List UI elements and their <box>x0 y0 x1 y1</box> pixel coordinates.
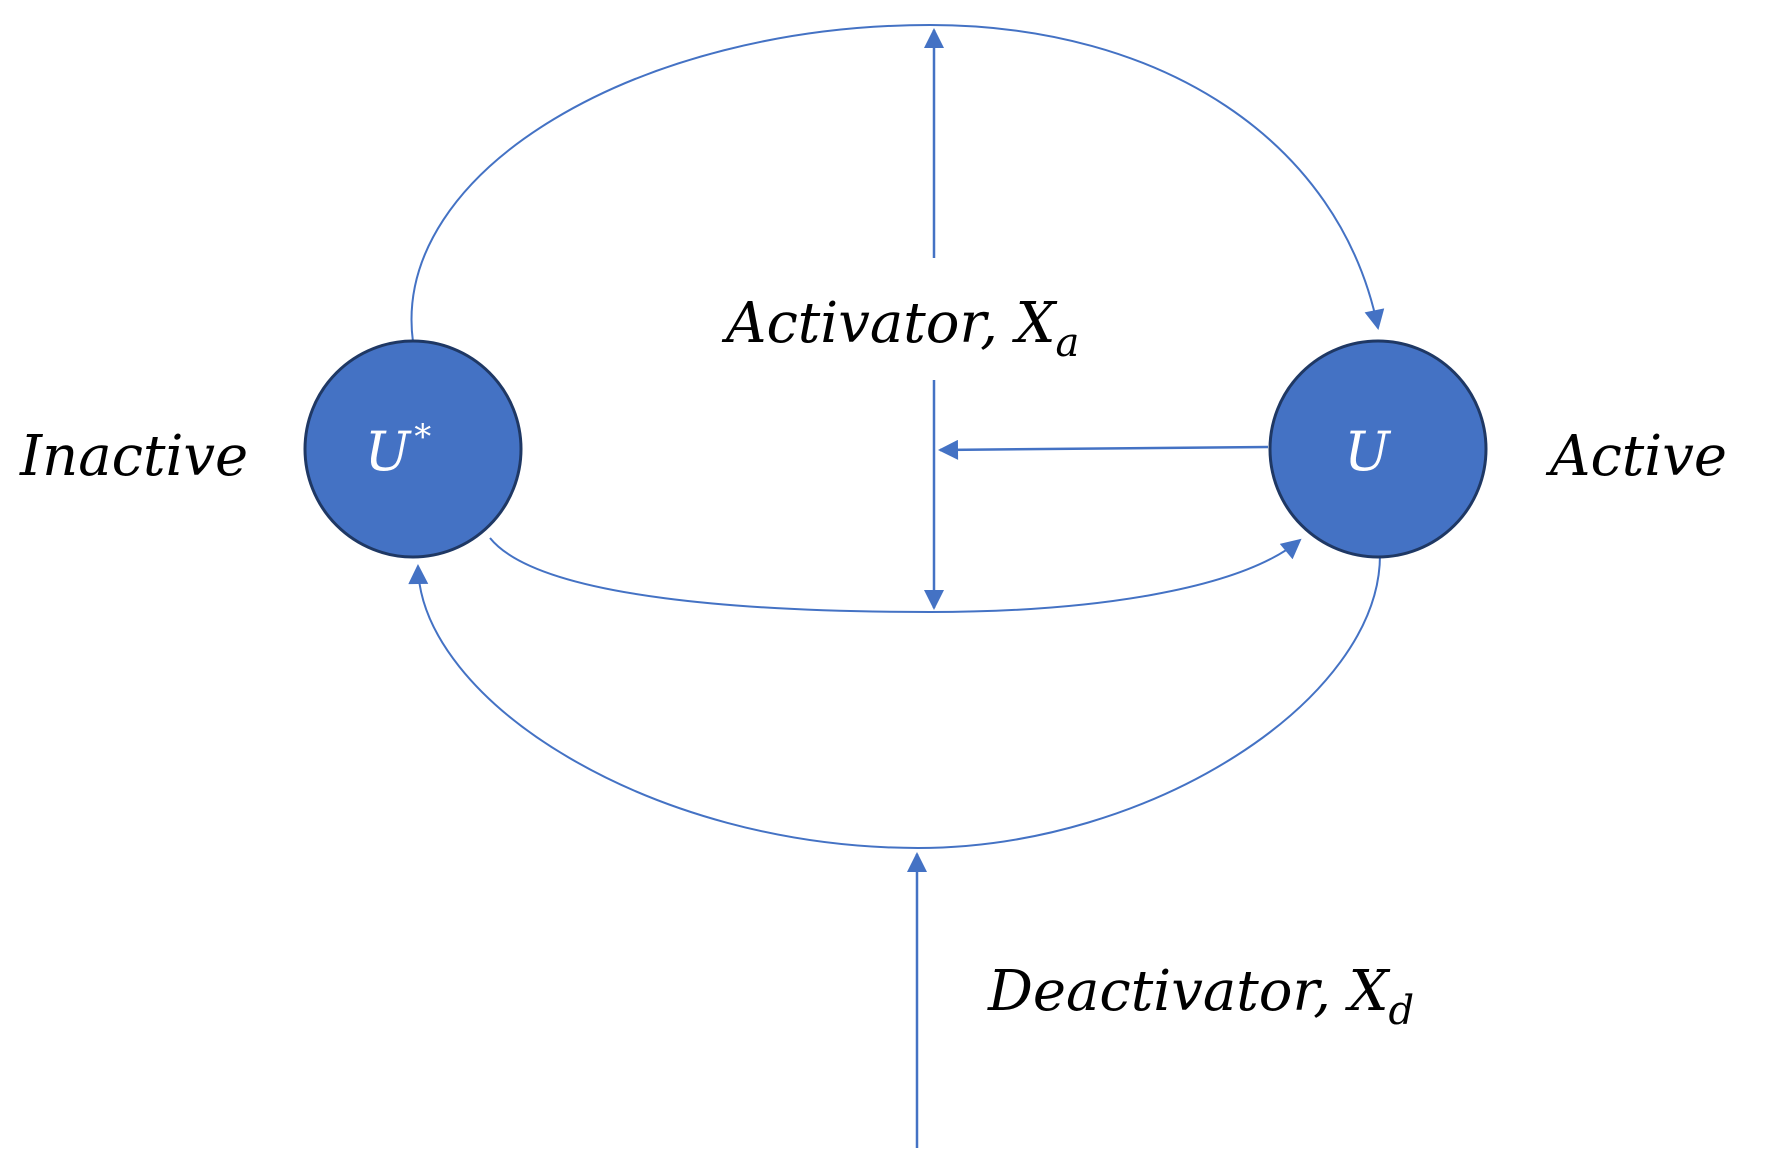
activator-label: Activator, Xa <box>721 291 1079 366</box>
inactive-state-label: Inactive <box>19 424 248 489</box>
feedback-arrow <box>938 439 1269 460</box>
active-state-label: Active <box>1545 424 1727 489</box>
inactive-node <box>303 339 523 559</box>
inactive-node-symbol: U* <box>365 417 432 483</box>
active-node-symbol: U <box>1344 420 1391 483</box>
deactivator-label: Deactivator, Xd <box>987 959 1414 1034</box>
active-node <box>1268 339 1488 559</box>
activated-conversion-arc <box>489 537 1302 614</box>
deactivation-arc <box>408 554 1381 850</box>
activation-arc <box>410 23 1385 343</box>
